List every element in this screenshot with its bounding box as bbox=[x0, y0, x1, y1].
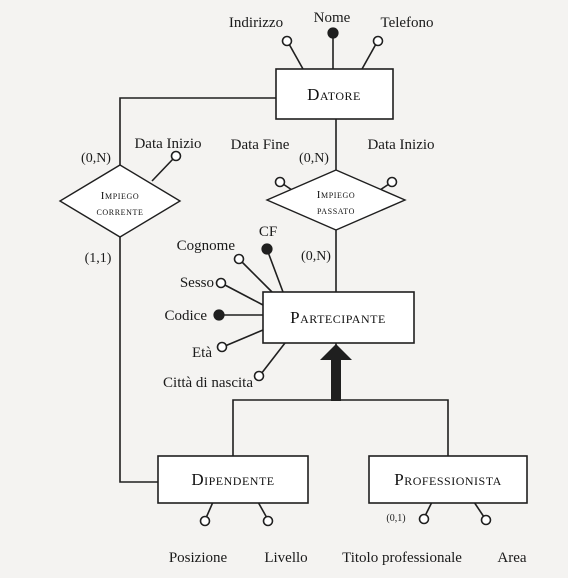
cardinality-passato-partecipante: (0,N) bbox=[301, 249, 331, 264]
cardinality-labels: (0,N) (1,1) (0,N) (0,N) (0,1) bbox=[81, 151, 406, 524]
isa-branch bbox=[232, 399, 449, 456]
attr-marker-posizione bbox=[199, 515, 211, 527]
attr-codice: Codice bbox=[165, 308, 208, 324]
attr-key-marker-cf bbox=[261, 243, 273, 255]
attr-posizione: Posizione bbox=[169, 550, 228, 566]
attr-marker-livello bbox=[262, 515, 274, 527]
link-impiego-corrente-dipendente bbox=[119, 237, 158, 483]
relationship-impiego-passato-line1: Impiego bbox=[317, 189, 356, 201]
attr-marker-telefono bbox=[372, 35, 384, 47]
attr-data-inizio-corrente: Data Inizio bbox=[134, 136, 201, 152]
attr-marker-area bbox=[480, 514, 492, 526]
attr-marker-data-inizio-corrente bbox=[170, 150, 182, 162]
attr-indirizzo: Indirizzo bbox=[229, 15, 283, 31]
cardinality-passato-datore: (0,N) bbox=[299, 151, 329, 166]
relationship-impiego-passato[interactable]: Impiego passato bbox=[265, 169, 407, 231]
relationship-impiego-corrente[interactable]: Impiego corrente bbox=[58, 164, 182, 238]
attr-marker-cognome bbox=[233, 253, 245, 265]
attr-area: Area bbox=[497, 550, 526, 566]
attr-marker-indirizzo bbox=[281, 35, 293, 47]
connectors bbox=[119, 97, 449, 483]
attr-marker-citta-nascita bbox=[253, 370, 265, 382]
cardinality-corrente-datore: (0,N) bbox=[81, 151, 111, 166]
attr-marker-data-inizio-passato bbox=[386, 176, 398, 188]
attr-eta: Età bbox=[192, 345, 212, 361]
attr-nome: Nome bbox=[314, 10, 351, 26]
entity-dipendente-label: Dipendente bbox=[191, 470, 274, 489]
entity-dipendente[interactable]: Dipendente bbox=[157, 455, 309, 504]
attr-marker-titolo-professionale bbox=[418, 513, 430, 525]
entity-partecipante[interactable]: Partecipante bbox=[262, 291, 415, 344]
relationship-impiego-passato-line2: passato bbox=[317, 205, 355, 217]
attr-data-fine: Data Fine bbox=[231, 137, 290, 153]
cardinality-corrente-dipendente: (1,1) bbox=[85, 251, 112, 266]
entity-professionista-label: Professionista bbox=[394, 470, 502, 489]
attr-titolo-professionale: Titolo professionale bbox=[342, 550, 462, 566]
attr-key-marker-codice bbox=[213, 309, 225, 321]
attr-sesso: Sesso bbox=[180, 275, 214, 291]
isa-arrow bbox=[320, 344, 352, 401]
attr-data-inizio-passato: Data Inizio bbox=[367, 137, 434, 153]
attr-telefono: Telefono bbox=[380, 15, 433, 31]
attr-marker-eta bbox=[216, 341, 228, 353]
entity-partecipante-label: Partecipante bbox=[290, 308, 386, 327]
cardinality-titolo-professionale: (0,1) bbox=[386, 513, 405, 524]
relationship-impiego-corrente-line2: corrente bbox=[96, 206, 143, 218]
relationship-impiego-corrente-line1: Impiego bbox=[101, 190, 140, 202]
entity-datore-label: Datore bbox=[307, 85, 361, 104]
attribute-markers bbox=[170, 27, 492, 527]
attr-cf: CF bbox=[259, 224, 277, 240]
attribute-stems bbox=[151, 36, 485, 519]
attr-key-marker-nome bbox=[327, 27, 339, 39]
attr-marker-data-fine bbox=[274, 176, 286, 188]
link-datore-impiego-corrente bbox=[119, 97, 276, 165]
attr-citta-nascita: Città di nascita bbox=[163, 375, 253, 391]
entity-professionista[interactable]: Professionista bbox=[368, 455, 528, 504]
attr-livello: Livello bbox=[264, 550, 307, 566]
attr-cognome: Cognome bbox=[177, 238, 236, 254]
attr-marker-sesso bbox=[215, 277, 227, 289]
entity-datore[interactable]: Datore bbox=[275, 68, 394, 120]
attribute-labels: Indirizzo Nome Telefono Data Inizio Data… bbox=[134, 10, 526, 566]
